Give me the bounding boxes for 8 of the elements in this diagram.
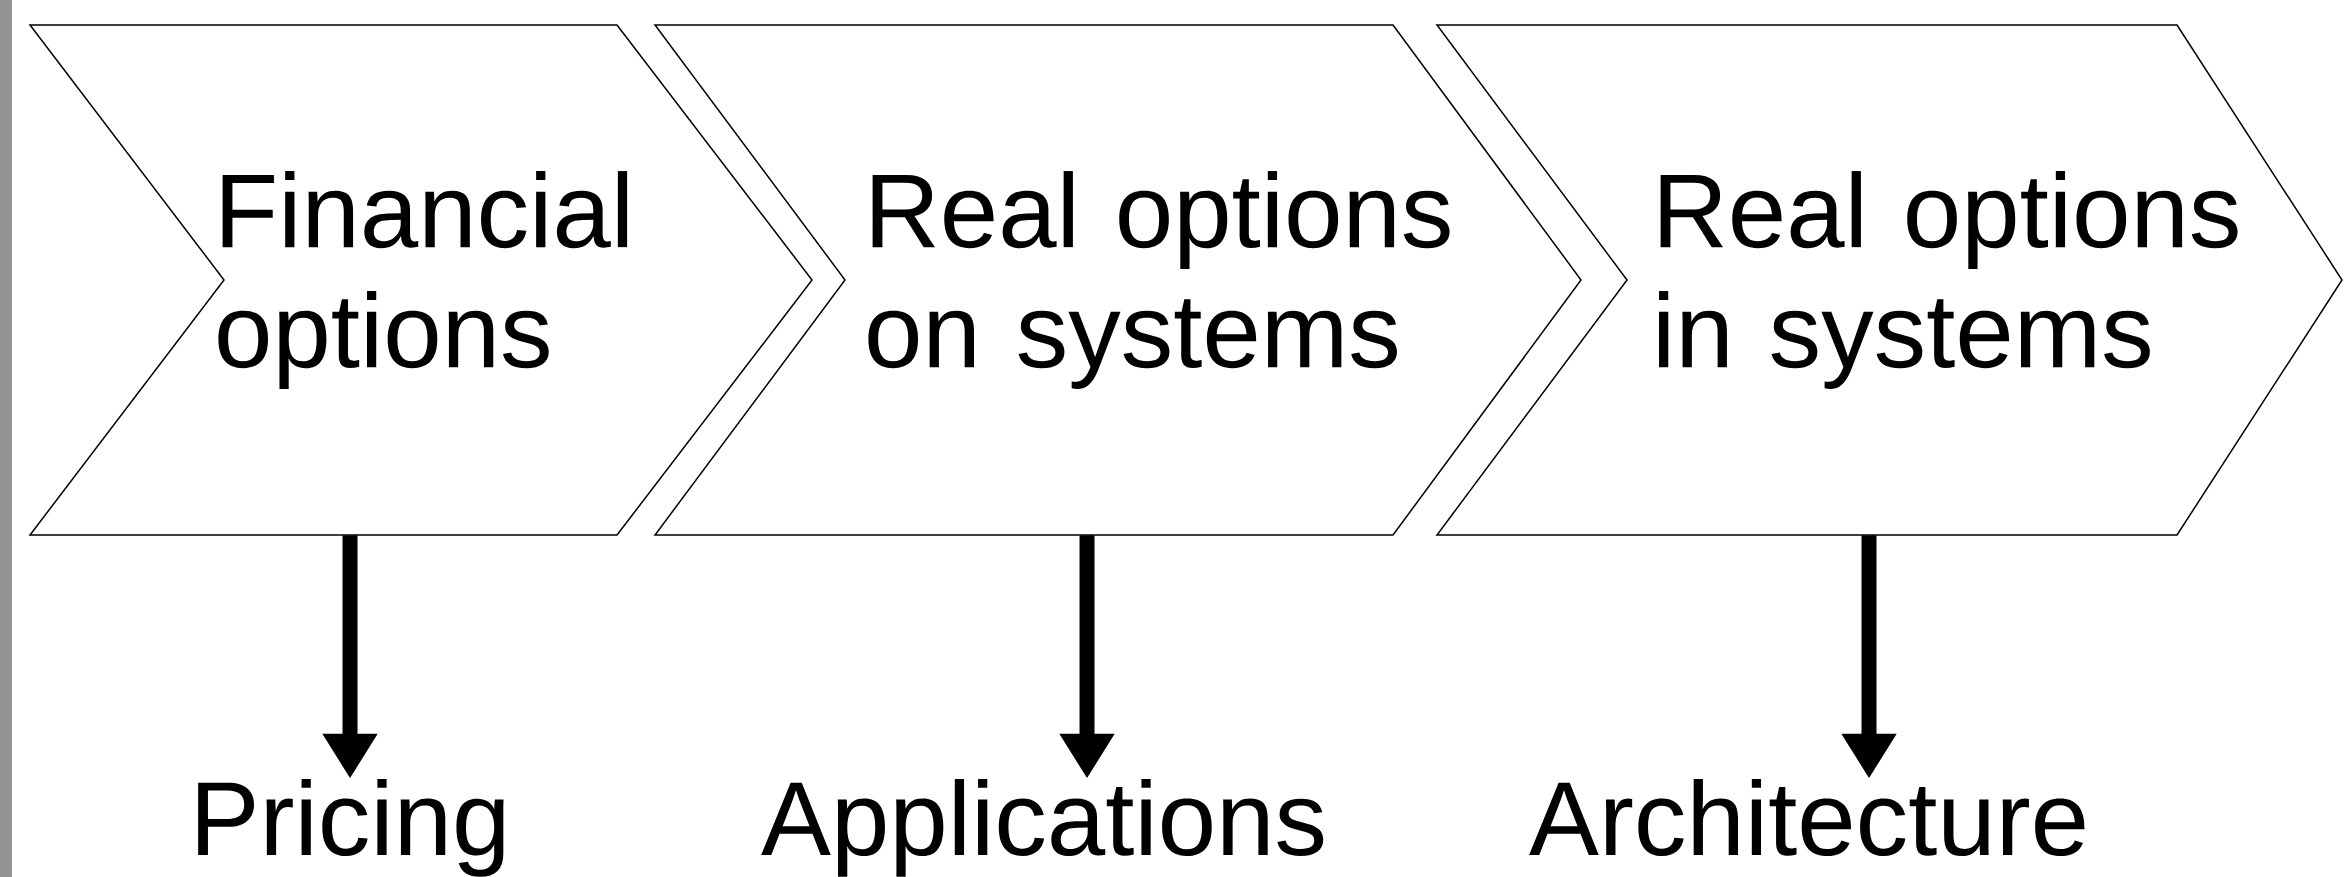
chevron-label: Real options on systems — [868, 171, 1450, 389]
outcome-label: Pricing — [198, 778, 504, 877]
outcome-label: Architecture — [1529, 778, 2085, 856]
outcome-label: Applications — [761, 778, 1324, 877]
chevron-step — [653, 24, 1582, 536]
chevron-step — [28, 24, 813, 536]
chevron-label: Real options in systems — [1659, 171, 2238, 389]
chevron-label: Financial options — [218, 171, 628, 389]
